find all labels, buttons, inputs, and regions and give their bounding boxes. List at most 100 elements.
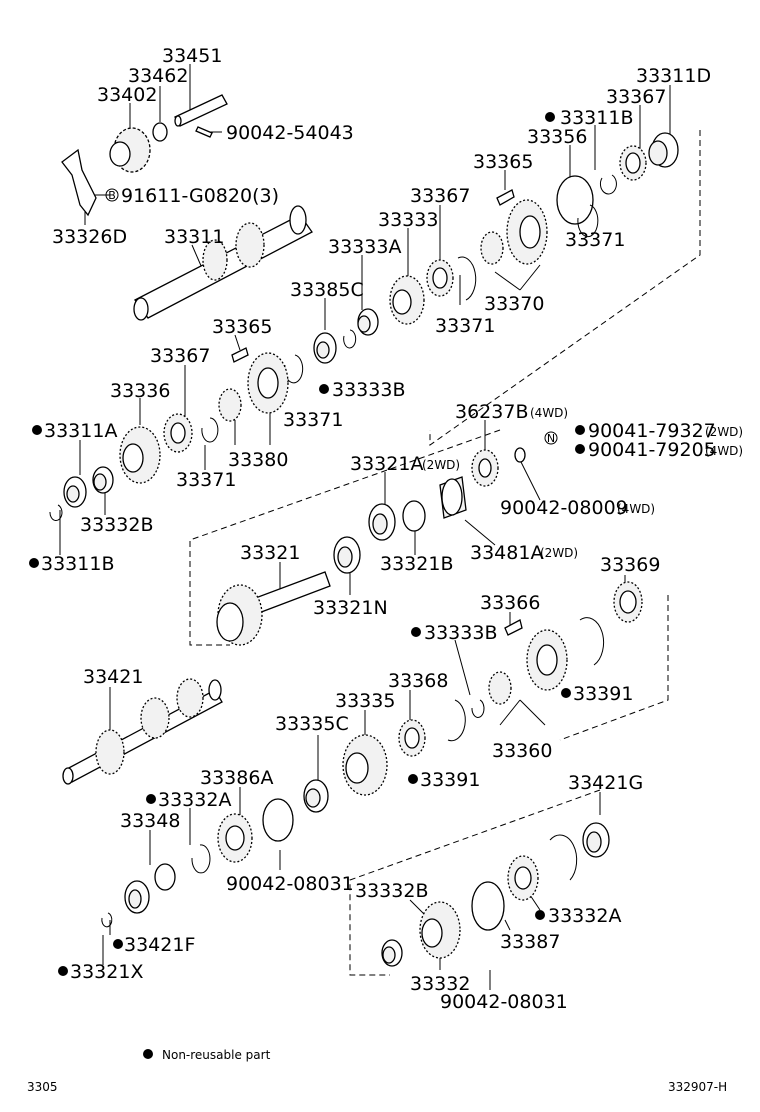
label-33367-low: 33367 <box>150 345 210 367</box>
label-33335C: 33335C <box>275 713 349 735</box>
label-33365-low: 33365 <box>212 316 272 338</box>
label-33391-top: 33391 <box>573 683 633 705</box>
label-33380: 33380 <box>228 449 288 471</box>
bearing-33311A <box>63 476 87 508</box>
label-90041-79205: 90041-79205 <box>588 439 716 461</box>
ring-33321B <box>402 500 426 532</box>
label-90042-08031-b: 90042-08031 <box>440 991 568 1013</box>
label-33321A: 33321A <box>350 453 423 475</box>
legend-text: Non-reusable part <box>162 1048 271 1062</box>
label-33402: 33402 <box>97 84 157 106</box>
label-33335: 33335 <box>335 690 395 712</box>
gear-33333 <box>389 275 425 325</box>
pin-90042-54043 <box>195 126 213 138</box>
label-90042-54043: 90042-54043 <box>226 122 354 144</box>
group-outline-top <box>429 130 701 446</box>
label-33336: 33336 <box>110 380 170 402</box>
label-33332B-top: 33332B <box>80 514 153 536</box>
ring-33367-low <box>163 413 193 453</box>
label-33311B-low: 33311B <box>41 553 114 575</box>
label-33367-top: 33367 <box>606 86 666 108</box>
label-33332A-left: 33332A <box>158 789 231 811</box>
snap-ring-33311B-low <box>49 504 63 522</box>
label-33332A-right: 33332A <box>548 905 621 927</box>
note-4wd-a: (4WD) <box>530 406 568 420</box>
hub-sleeve-33370 <box>480 199 548 265</box>
label-33326D: 33326D <box>52 226 127 248</box>
label-91611-G0820: 91611-G0820(3) <box>121 185 279 207</box>
group-outline-mid <box>189 429 501 646</box>
label-33386A: 33386A <box>200 767 273 789</box>
b-mark: B <box>105 188 119 202</box>
bearing-33311D <box>648 132 679 168</box>
label-90042-08031-a: 90042-08031 <box>226 873 354 895</box>
snap-ring-33311B-top <box>599 174 617 195</box>
footer-left-code: 3305 <box>27 1080 58 1094</box>
legend: Non-reusable part <box>143 1048 271 1062</box>
shaft-33451 <box>174 94 228 127</box>
label-33321: 33321 <box>240 542 300 564</box>
bearing-33421F <box>124 880 150 914</box>
snap-ring-33391-top <box>579 617 605 666</box>
label-33391-low: 33391 <box>420 769 480 791</box>
input-shaft-33311 <box>133 205 313 321</box>
note-2wd-c: (2WD) <box>540 546 578 560</box>
label-33371-top: 33371 <box>565 229 625 251</box>
key-33366 <box>504 619 523 636</box>
label-33356: 33356 <box>527 126 587 148</box>
label-33333A: 33333A <box>328 236 401 258</box>
note-4wd-b: (4WD) <box>705 444 743 458</box>
label-33348: 33348 <box>120 810 180 832</box>
hub-sleeve-33360 <box>488 629 568 705</box>
counter-shaft-33421 <box>62 678 223 785</box>
snap-ring-33333B-low <box>471 699 485 718</box>
snap-ring-33321X <box>101 912 113 928</box>
group-outline-bottom <box>349 789 601 976</box>
spacer-33348 <box>154 863 176 891</box>
group-outline-low <box>559 595 669 741</box>
label-33311D: 33311D <box>636 65 711 87</box>
label-33451: 33451 <box>162 45 222 67</box>
ring-33367-top <box>619 145 647 181</box>
label-33321N: 33321N <box>313 597 388 619</box>
label-33365-top: 33365 <box>473 151 533 173</box>
gear-33386A <box>217 813 253 863</box>
label-36237B: 36237B <box>455 401 528 423</box>
gear-33387 <box>507 855 539 901</box>
label-33321B: 33321B <box>380 553 453 575</box>
washer-90042-08031-a <box>262 798 294 842</box>
snap-ring-33333B-top <box>343 329 357 349</box>
label-33321X: 33321X <box>70 961 143 983</box>
label-33311: 33311 <box>164 226 224 248</box>
washer-90042-08031-b <box>471 881 505 931</box>
bearing-33385C <box>313 332 337 364</box>
snap-ring-33332A-right <box>549 834 578 881</box>
note-2wd-a: (2WD) <box>705 425 743 439</box>
snap-ring-33332A-left <box>191 844 211 874</box>
label-33371-c: 33371 <box>283 409 343 431</box>
label-33421F: 33421F <box>124 934 195 956</box>
hub-sleeve-33380 <box>218 352 289 422</box>
label-90041-79327: 90041-79327 <box>588 420 716 442</box>
snap-ring-33371-mid <box>457 256 477 301</box>
svg-text:N: N <box>547 432 555 445</box>
label-33421: 33421 <box>83 666 143 688</box>
label-33333B-low: 33333B <box>424 622 497 644</box>
label-33366: 33366 <box>480 592 540 614</box>
ring-33369 <box>613 581 643 623</box>
bearing-33333A <box>357 308 379 336</box>
bearing-33321A <box>368 503 396 541</box>
label-33332: 33332 <box>410 973 470 995</box>
n-mark: N <box>544 431 558 445</box>
ring-33356 <box>556 175 594 225</box>
label-90042-08009: 90042-08009 <box>500 497 628 519</box>
bearing-33321N <box>333 536 361 574</box>
label-33360: 33360 <box>492 740 552 762</box>
label-33462: 33462 <box>128 65 188 87</box>
label-33367-mid: 33367 <box>410 185 470 207</box>
label-33333: 33333 <box>378 209 438 231</box>
bearing-33335C <box>303 779 329 813</box>
ring-33368 <box>398 719 426 757</box>
label-33385C: 33385C <box>290 279 364 301</box>
